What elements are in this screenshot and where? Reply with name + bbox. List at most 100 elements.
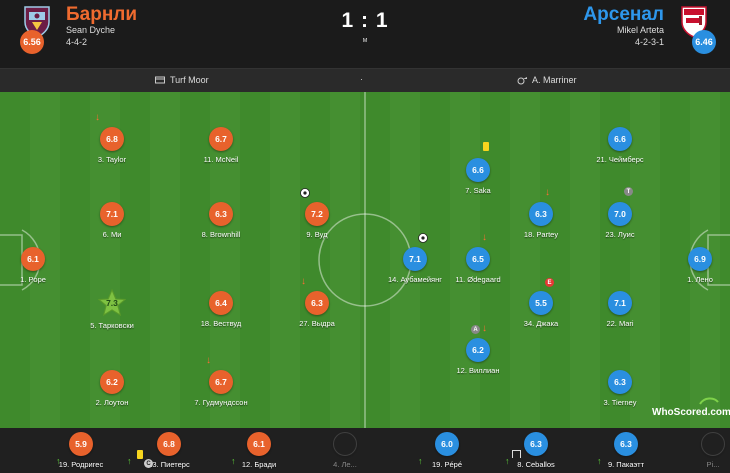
home-team-rating: 6.56: [20, 30, 44, 54]
match-status: м: [362, 37, 368, 44]
home-player[interactable]: 6.2 2. Лоутон: [67, 370, 157, 407]
player-rating: 6.9: [688, 247, 712, 271]
home-player[interactable]: 6.7 7. Гудмундссон: [176, 370, 266, 407]
player-rating: 7.3: [106, 298, 118, 308]
player-rating: 7.0: [608, 202, 632, 226]
player-rating-empty: [333, 432, 357, 456]
sub-off-arrow-icon: ↓: [482, 323, 487, 334]
player-rating: 6.3: [209, 202, 233, 226]
player-name: 7. Saka: [465, 186, 491, 195]
sub-on-arrow-icon: ↑: [597, 456, 602, 466]
tag-badge-icon: T: [624, 187, 633, 196]
sub-off-arrow-icon: ↓: [95, 112, 100, 123]
match-score: 1 : 1: [341, 9, 389, 32]
bench-player[interactable]: Pi...: [668, 432, 730, 469]
player-name: 5. Тарковски: [90, 321, 134, 330]
player-rating: 6.3: [529, 202, 553, 226]
home-player[interactable]: 6.1 1. Pope: [0, 247, 78, 284]
sub-off-arrow-icon: ↓: [545, 187, 550, 198]
substitutes-bench: 5.9 19. Родригес ↑ 6.8 23. Пиетерс ↑ C 6…: [0, 428, 730, 473]
player-name: 23. Луис: [605, 230, 635, 239]
away-player[interactable]: 7.1 14. Аубамейянг: [370, 247, 460, 284]
player-rating: 6.3: [614, 432, 638, 456]
player-rating: 6.8: [100, 127, 124, 151]
away-player[interactable]: 6.3 3. Tierney: [575, 370, 665, 407]
brand-main: WhoScored: [652, 407, 708, 418]
player-name: 3. Tierney: [603, 398, 637, 407]
home-team-name[interactable]: Барнли: [66, 4, 138, 25]
away-player[interactable]: 6.6 21. Чеймберс: [575, 127, 665, 164]
home-player[interactable]: 6.4 18. Вествуд: [176, 291, 266, 328]
player-name: 2. Лоутон: [95, 398, 129, 407]
away-formation: 4-2-3-1: [634, 37, 664, 47]
away-player[interactable]: 7.1 22. Mari: [575, 291, 665, 328]
player-name: 18. Partey: [523, 230, 559, 239]
away-player[interactable]: 5.5 34. Джака: [496, 291, 586, 328]
player-name: 12. Виллиан: [456, 366, 500, 375]
player-rating: 6.8: [157, 432, 181, 456]
player-rating: 6.6: [466, 158, 490, 182]
player-rating: 6.5: [466, 247, 490, 271]
home-player[interactable]: 6.3 8. Brownhill: [176, 202, 266, 239]
goal-ball-icon: [300, 188, 310, 198]
player-rating: 6.1: [247, 432, 271, 456]
player-name: 19. Pépé: [431, 460, 463, 469]
home-player[interactable]: 7.1 6. Ми: [67, 202, 157, 239]
away-player[interactable]: 7.0 23. Луис: [575, 202, 665, 239]
home-player[interactable]: 6.3 27. Выдра: [272, 291, 362, 328]
home-player[interactable]: 6.8 3. Taylor: [67, 127, 157, 164]
whistle-icon: [517, 76, 527, 84]
separator-dot: ·: [360, 74, 363, 84]
away-player[interactable]: 6.6 7. Saka: [433, 158, 523, 195]
player-name: 27. Выдра: [299, 319, 335, 328]
away-player[interactable]: 6.5 11. Ødegaard: [433, 247, 523, 284]
sub-on-arrow-icon: ↑: [418, 456, 423, 466]
assist-badge-icon: A: [471, 325, 480, 334]
player-rating: 6.2: [466, 338, 490, 362]
player-name: 7. Гудмундссон: [194, 398, 248, 407]
player-rating: 7.1: [608, 291, 632, 315]
player-rating: 6.0: [435, 432, 459, 456]
sub-off-arrow-icon: ↓: [301, 276, 306, 287]
player-name: 23. Пиетерс: [148, 460, 190, 469]
player-name: 9. Вуд: [306, 230, 328, 239]
away-player[interactable]: 6.2 12. Виллиан: [433, 338, 523, 375]
player-name: 3. Taylor: [97, 155, 127, 164]
player-rating: 6.4: [209, 291, 233, 315]
bench-player[interactable]: 5.9 19. Родригес: [36, 432, 126, 469]
bench-player[interactable]: 6.1 12. Бради: [214, 432, 304, 469]
home-player-man-of-the-match[interactable]: 7.3 5. Тарковски: [67, 289, 157, 330]
away-team-name[interactable]: Арсенал: [583, 4, 664, 25]
player-name: 11. Ødegaard: [455, 275, 501, 284]
player-rating: 7.1: [100, 202, 124, 226]
away-player[interactable]: 6.3 18. Partey: [496, 202, 586, 239]
sub-on-arrow-icon: ↑: [231, 456, 236, 466]
bench-player[interactable]: 6.3 9. Пакаэтт: [581, 432, 671, 469]
player-name: 8. Ceballos: [517, 460, 555, 469]
home-player[interactable]: 7.2 9. Вуд: [272, 202, 362, 239]
bench-player[interactable]: 4. Ле...: [300, 432, 390, 469]
home-formation: 4-4-2: [66, 37, 88, 47]
player-name: 18. Вествуд: [200, 319, 242, 328]
man-of-the-match-star-icon: 7.3: [98, 289, 126, 317]
referee-name: A. Marriner: [532, 75, 577, 85]
whoscored-swoosh-icon: [699, 397, 719, 405]
player-rating-empty: [701, 432, 725, 456]
yellow-card-icon: [483, 142, 489, 151]
bench-player[interactable]: 6.3 8. Ceballos: [491, 432, 581, 469]
stadium-name: Turf Moor: [170, 75, 209, 85]
sub-off-arrow-icon: ↓: [206, 355, 211, 366]
player-name: 6. Ми: [102, 230, 122, 239]
away-player[interactable]: 6.9 1. Лено: [655, 247, 730, 284]
home-player[interactable]: 6.7 11. McNeil: [176, 127, 266, 164]
player-name: 19. Родригес: [58, 460, 104, 469]
bench-player[interactable]: 6.8 23. Пиетерс: [124, 432, 214, 469]
player-name: 34. Джака: [523, 319, 559, 328]
player-rating: 6.7: [209, 370, 233, 394]
bench-player[interactable]: 6.0 19. Pépé: [402, 432, 492, 469]
player-name: 1. Pope: [20, 275, 46, 284]
player-rating: 7.1: [403, 247, 427, 271]
error-badge-icon: E: [545, 278, 554, 287]
player-rating: 6.3: [305, 291, 329, 315]
match-info-bar: Turf Moor · A. Marriner: [0, 68, 730, 92]
